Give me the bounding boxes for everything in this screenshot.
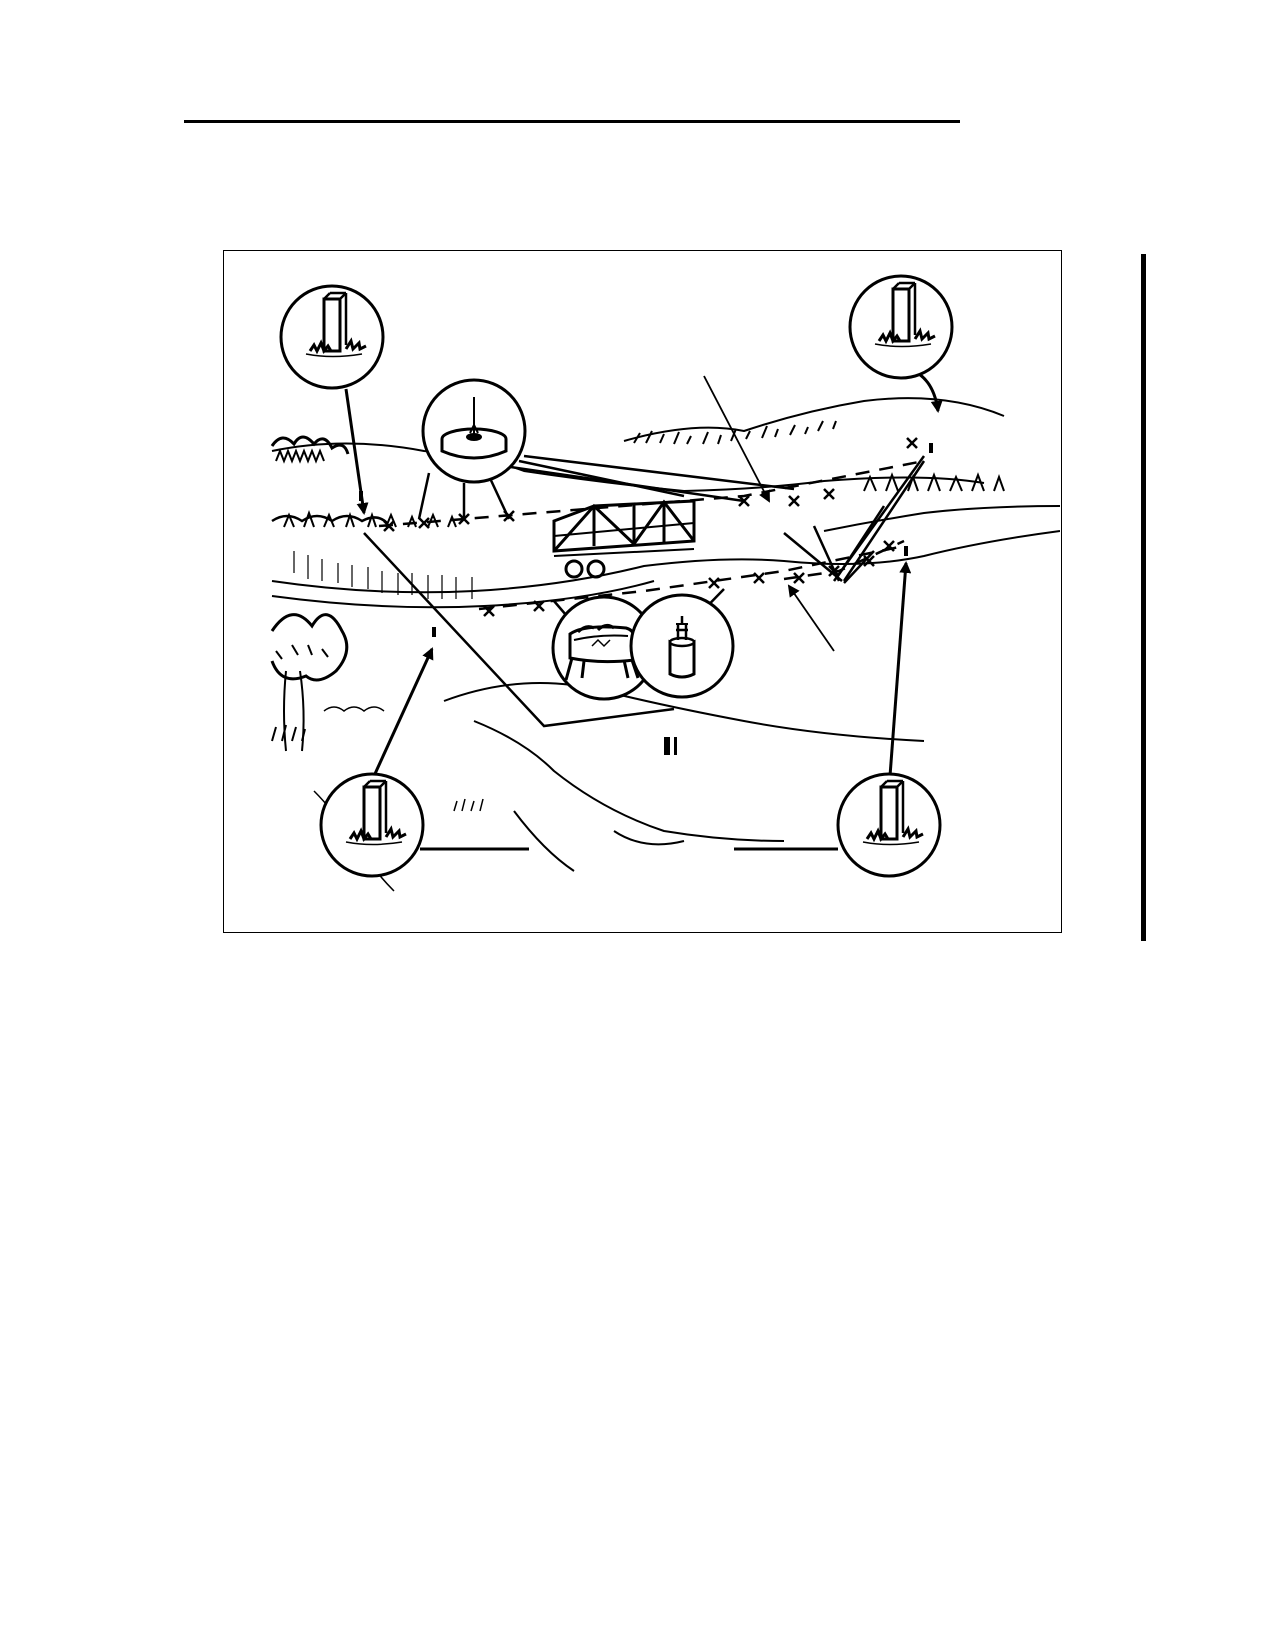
marker-stake-icon (836, 772, 942, 878)
tripwire-mine-icon (629, 593, 735, 699)
landscape (270, 397, 1060, 892)
header-rule (184, 120, 960, 123)
marker-stake-icon (279, 284, 385, 390)
field-posts (359, 443, 933, 755)
figure-frame (223, 250, 1062, 933)
minefield-illustration (270, 274, 1060, 892)
stake-arrows (344, 369, 943, 851)
pointer-line (703, 375, 835, 652)
change-bar (1141, 254, 1146, 941)
marker-stake-icon (319, 772, 425, 878)
marker-stake-icon (848, 274, 954, 380)
bridge (552, 499, 696, 579)
minefield-fence (363, 459, 926, 728)
antitank-mine-icon (421, 378, 527, 484)
